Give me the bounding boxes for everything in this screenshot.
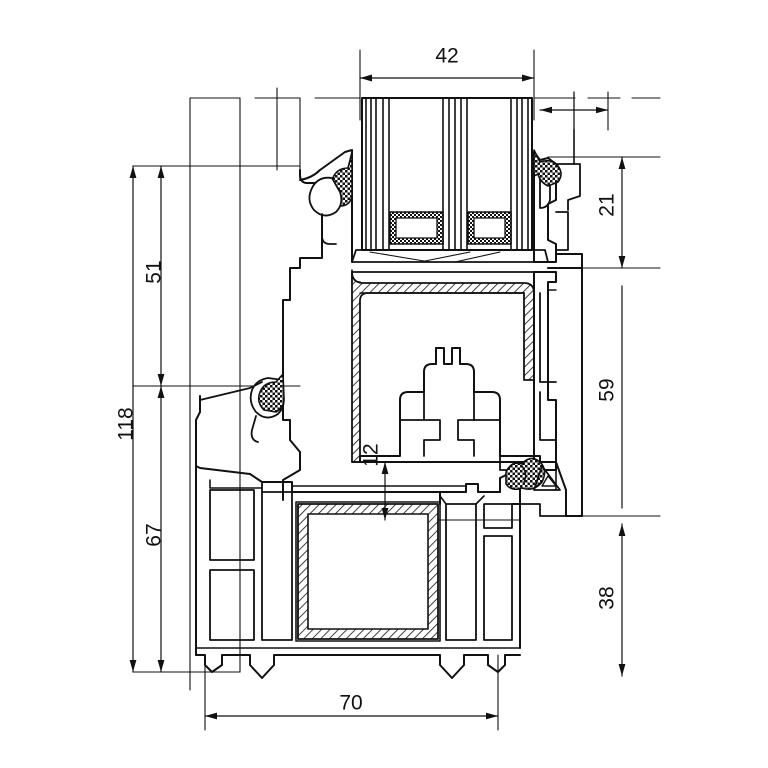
glazing-unit: [351, 97, 549, 263]
frame-profile: [195, 395, 567, 679]
steel-reinforcement-frame: [295, 501, 441, 642]
glazing-bead: [533, 149, 583, 269]
dimension-51: [157, 165, 165, 387]
dimension-label-67: 67: [143, 523, 166, 546]
dimension-labels: 42 21 59 38 51 118 67 12 70: [115, 45, 619, 715]
dimension-42: [359, 74, 535, 82]
dimension-label-118: 118: [115, 407, 138, 440]
dimension-67: [157, 385, 165, 673]
sash-profile: [282, 149, 557, 501]
dimension-label-59: 59: [596, 378, 619, 401]
dimension-lines: [129, 74, 626, 720]
drawing-body: [129, 49, 661, 731]
dimension-38: [618, 523, 626, 677]
dimension-label-38: 38: [596, 586, 619, 609]
dimension-70: [204, 712, 499, 720]
gasket-middle: [199, 373, 285, 443]
dimension-label-42: 42: [435, 45, 458, 68]
dimension-label-51: 51: [143, 260, 166, 283]
dimension-label-70: 70: [339, 692, 362, 715]
dimension-21: [618, 156, 626, 269]
gasket-outer: [308, 151, 353, 245]
gasket-lower-right: [505, 457, 546, 491]
gasket-glazing: [533, 149, 562, 187]
dimension-118: [129, 165, 137, 673]
dimension-12: [381, 461, 389, 521]
dimension-label-12: 12: [360, 443, 383, 466]
dimension-label-21: 21: [596, 193, 619, 216]
dimension-top-right-small: [539, 91, 609, 131]
